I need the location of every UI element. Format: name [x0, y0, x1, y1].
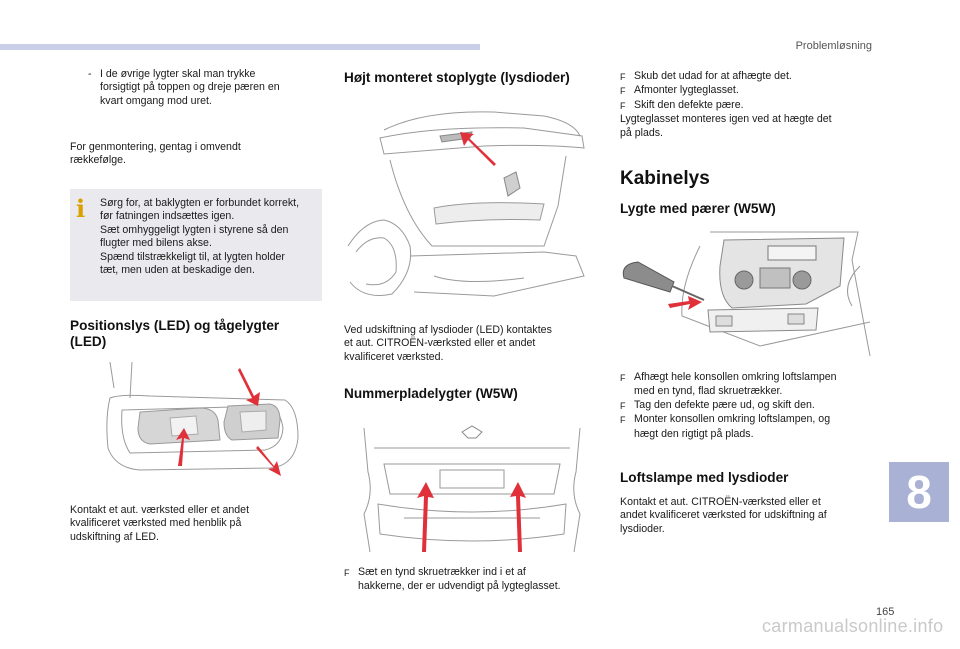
text-line: kvalificeret værksted.	[344, 350, 444, 363]
col1-bullet-text: I de øvrige lygter skal man trykke	[100, 68, 256, 80]
page-number: 165	[876, 606, 895, 618]
info-line: Sæt omhyggeligt lygten i styrene så den	[100, 223, 289, 236]
red-arrows	[176, 368, 281, 476]
bullet-glyph: F	[620, 86, 626, 97]
stop-light-illustration	[344, 96, 596, 312]
bullet-text: Sæt en tynd skruetrækker ind i et af	[358, 566, 526, 578]
red-arrows	[417, 482, 526, 552]
chapter-tab: 8	[889, 462, 949, 522]
info-line: flugter med bilens akse.	[100, 237, 212, 250]
watermark: carmanualsonline.info	[762, 616, 944, 636]
bullet-text: Tag den defekte pære ud, og skift den.	[634, 398, 815, 411]
bullet-glyph: F	[620, 415, 626, 426]
col1-bullet-block: - I de øvrige lygter skal man trykke for…	[88, 68, 318, 108]
heading-lygte-paerer: Lygte med pærer (W5W)	[620, 201, 776, 216]
text-line: lysdioder.	[620, 522, 665, 535]
section-title: Problemløsning	[795, 40, 872, 52]
heading-line: Positionslys (LED) og tågelygter	[70, 318, 280, 333]
bullet-glyph: F	[620, 72, 626, 82]
col1-paragraph-contact: Kontakt et aut. værksted eller et andet …	[70, 504, 320, 544]
text-line: Kontakt et aut. værksted eller et andet	[70, 504, 250, 516]
info-line: Sørg for, at baklygten er forbundet korr…	[100, 197, 300, 209]
text-line: et aut. CITROËN-værksted eller et andet	[344, 337, 536, 350]
info-line: Spænd tilstrækkeligt til, at lygten hold…	[100, 250, 285, 263]
text-line: For genmontering, gentag i omvendt	[70, 141, 241, 153]
heading-loftslampe: Loftslampe med lysdioder	[620, 470, 789, 485]
bullet-glyph: F	[620, 100, 626, 111]
col2-bullet-block: F Sæt en tynd skruetrækker ind i et af h…	[344, 566, 604, 594]
text-line: udskiftning af LED.	[70, 530, 159, 543]
ceiling-light-illustration	[620, 226, 872, 362]
bullet-glyph: F	[620, 373, 626, 383]
bullet-glyph: F	[344, 568, 350, 578]
text-line: rækkefølge.	[70, 154, 126, 167]
red-arrow	[668, 296, 702, 310]
text-line: Ved udskiftning af lysdioder (LED) konta…	[344, 324, 552, 336]
col3-paragraph-contact: Kontakt et aut. CITROËN-værksted eller e…	[620, 496, 876, 536]
col3-bullet-block: F Afhægt hele konsollen omkring loftslam…	[620, 371, 876, 441]
header-accent-bar	[0, 44, 480, 50]
col1-paragraph-reassembly: For genmontering, gentag i omvendt række…	[70, 141, 320, 168]
text-line: andet kvalificeret værksted for udskiftn…	[620, 509, 827, 522]
license-plate-illustration	[344, 424, 596, 556]
col1-bullet-cont2: kvart omgang mod uret.	[100, 94, 212, 107]
info-line: tæt, men uden at beskadige den.	[100, 264, 255, 277]
text-line: Lygteglasset monteres igen ved at hægte …	[620, 113, 832, 126]
bullet-text: Monter konsollen omkring loftslampen, og	[634, 413, 831, 426]
text-line: på plads.	[620, 126, 663, 139]
heading-stoplygte: Højt monteret stoplygte (lysdioder)	[344, 70, 570, 85]
col2-paragraph-led: Ved udskiftning af lysdioder (LED) konta…	[344, 324, 600, 364]
bullet-text: Afmonter lygteglasset.	[634, 84, 739, 97]
text-line: Kontakt et aut. CITROËN-værksted eller e…	[620, 496, 821, 508]
text-line: kvalificeret værksted med henblik på	[70, 517, 242, 530]
bullet-cont: hakkerne, der er udvendigt på lygteglass…	[358, 580, 561, 593]
red-arrow	[460, 132, 496, 166]
bullet-text: Skub det udad for at afhægte det.	[634, 70, 792, 82]
col3-top-bullets: F Skub det udad for at afhægte det. F Af…	[620, 70, 870, 140]
bullet-glyph: F	[620, 400, 626, 411]
col1-bullet-cont1: forsigtigt på toppen og dreje pæren en	[100, 81, 280, 94]
info-icon: i	[76, 194, 86, 223]
heading-positionslys: Positionslys (LED) og tågelygter (LED)	[70, 318, 330, 350]
dash-bullet: -	[88, 68, 92, 80]
heading-line: (LED)	[70, 334, 107, 349]
rear-light-illustration	[70, 358, 322, 492]
heading-nummerplade: Nummerpladelygter (W5W)	[344, 386, 518, 401]
bullet-text: Skift den defekte pære.	[634, 98, 744, 111]
info-line: før fatningen indsættes igen.	[100, 210, 235, 223]
info-box: i Sørg for, at baklygten er forbundet ko…	[70, 189, 322, 301]
bullet-text: Afhægt hele konsollen omkring loftslampe…	[634, 371, 837, 383]
title-kabinelys: Kabinelys	[620, 168, 710, 189]
bullet-cont: med en tynd, flad skruetrækker.	[634, 385, 783, 398]
bullet-cont: hægt den rigtigt på plads.	[634, 427, 754, 440]
